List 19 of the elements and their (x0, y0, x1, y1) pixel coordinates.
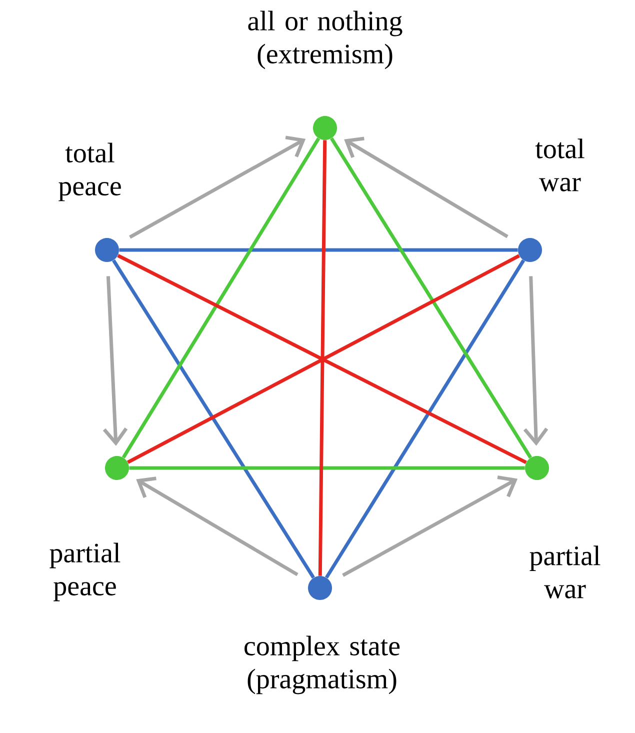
connecting-line (330, 137, 532, 459)
node-label: partial peace (50, 542, 120, 602)
connecting-line (112, 259, 315, 579)
connecting-line (119, 248, 518, 252)
node-label: all or nothing (extremism) (248, 10, 402, 70)
node-label: complex state (pragmatism) (244, 636, 400, 694)
arrow (342, 476, 518, 577)
arrow (136, 476, 298, 576)
node-label: partial war (530, 546, 600, 598)
connecting-line (318, 140, 327, 576)
node-label: total war (535, 138, 584, 192)
connecting-line (324, 259, 526, 579)
arrow (344, 136, 508, 238)
connecting-line (122, 137, 320, 458)
arrow (129, 136, 306, 239)
arrow (523, 276, 548, 446)
node-label: total peace (58, 142, 121, 202)
arrow (102, 276, 128, 446)
connecting-line (129, 466, 525, 470)
